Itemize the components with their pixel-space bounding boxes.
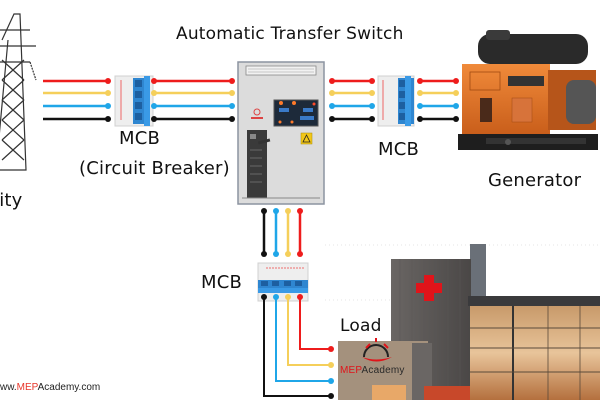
hospital-building (325, 244, 600, 400)
mep-academy-logo-icon (362, 338, 392, 362)
building-logo-brand-suffix: Academy (361, 365, 405, 376)
generator-icon (458, 30, 598, 150)
generator-label: Generator (488, 170, 582, 191)
mcb-to-load-wires (261, 294, 334, 399)
mcb-utility (114, 75, 154, 127)
ats-to-mcb-wires (329, 78, 375, 122)
mcb-generator-label: MCB (378, 139, 420, 160)
watermark-brand: MEP (16, 382, 38, 393)
ats-logo-icon (251, 108, 263, 119)
utility-tower-icon (0, 13, 37, 171)
circuit-breaker-label: (Circuit Breaker) (79, 158, 230, 179)
mcb-to-ats-wires (151, 78, 235, 122)
utility-wires (43, 78, 111, 122)
ats-panel (237, 61, 325, 205)
watermark: ww.MEPAcademy.com (0, 382, 100, 393)
watermark-suffix: Academy.com (37, 382, 101, 393)
watermark-prefix: ww. (0, 382, 17, 393)
mcb-generator (377, 75, 415, 127)
warning-sign-icon (300, 132, 313, 145)
ats-to-load-mcb-wires (261, 208, 303, 257)
utility-label: lity (0, 190, 23, 211)
building-logo-brand: MEP (340, 365, 362, 376)
building-logo-text: MEPAcademy (340, 365, 405, 376)
diagram-title: Automatic Transfer Switch (176, 24, 404, 44)
mcb-utility-label: MCB (119, 128, 161, 149)
mcb-load-label: MCB (201, 272, 243, 293)
mcb-load (257, 262, 309, 302)
mcb-to-generator-wires (417, 78, 459, 122)
load-label: Load (340, 316, 382, 336)
red-cross-icon (416, 275, 442, 301)
